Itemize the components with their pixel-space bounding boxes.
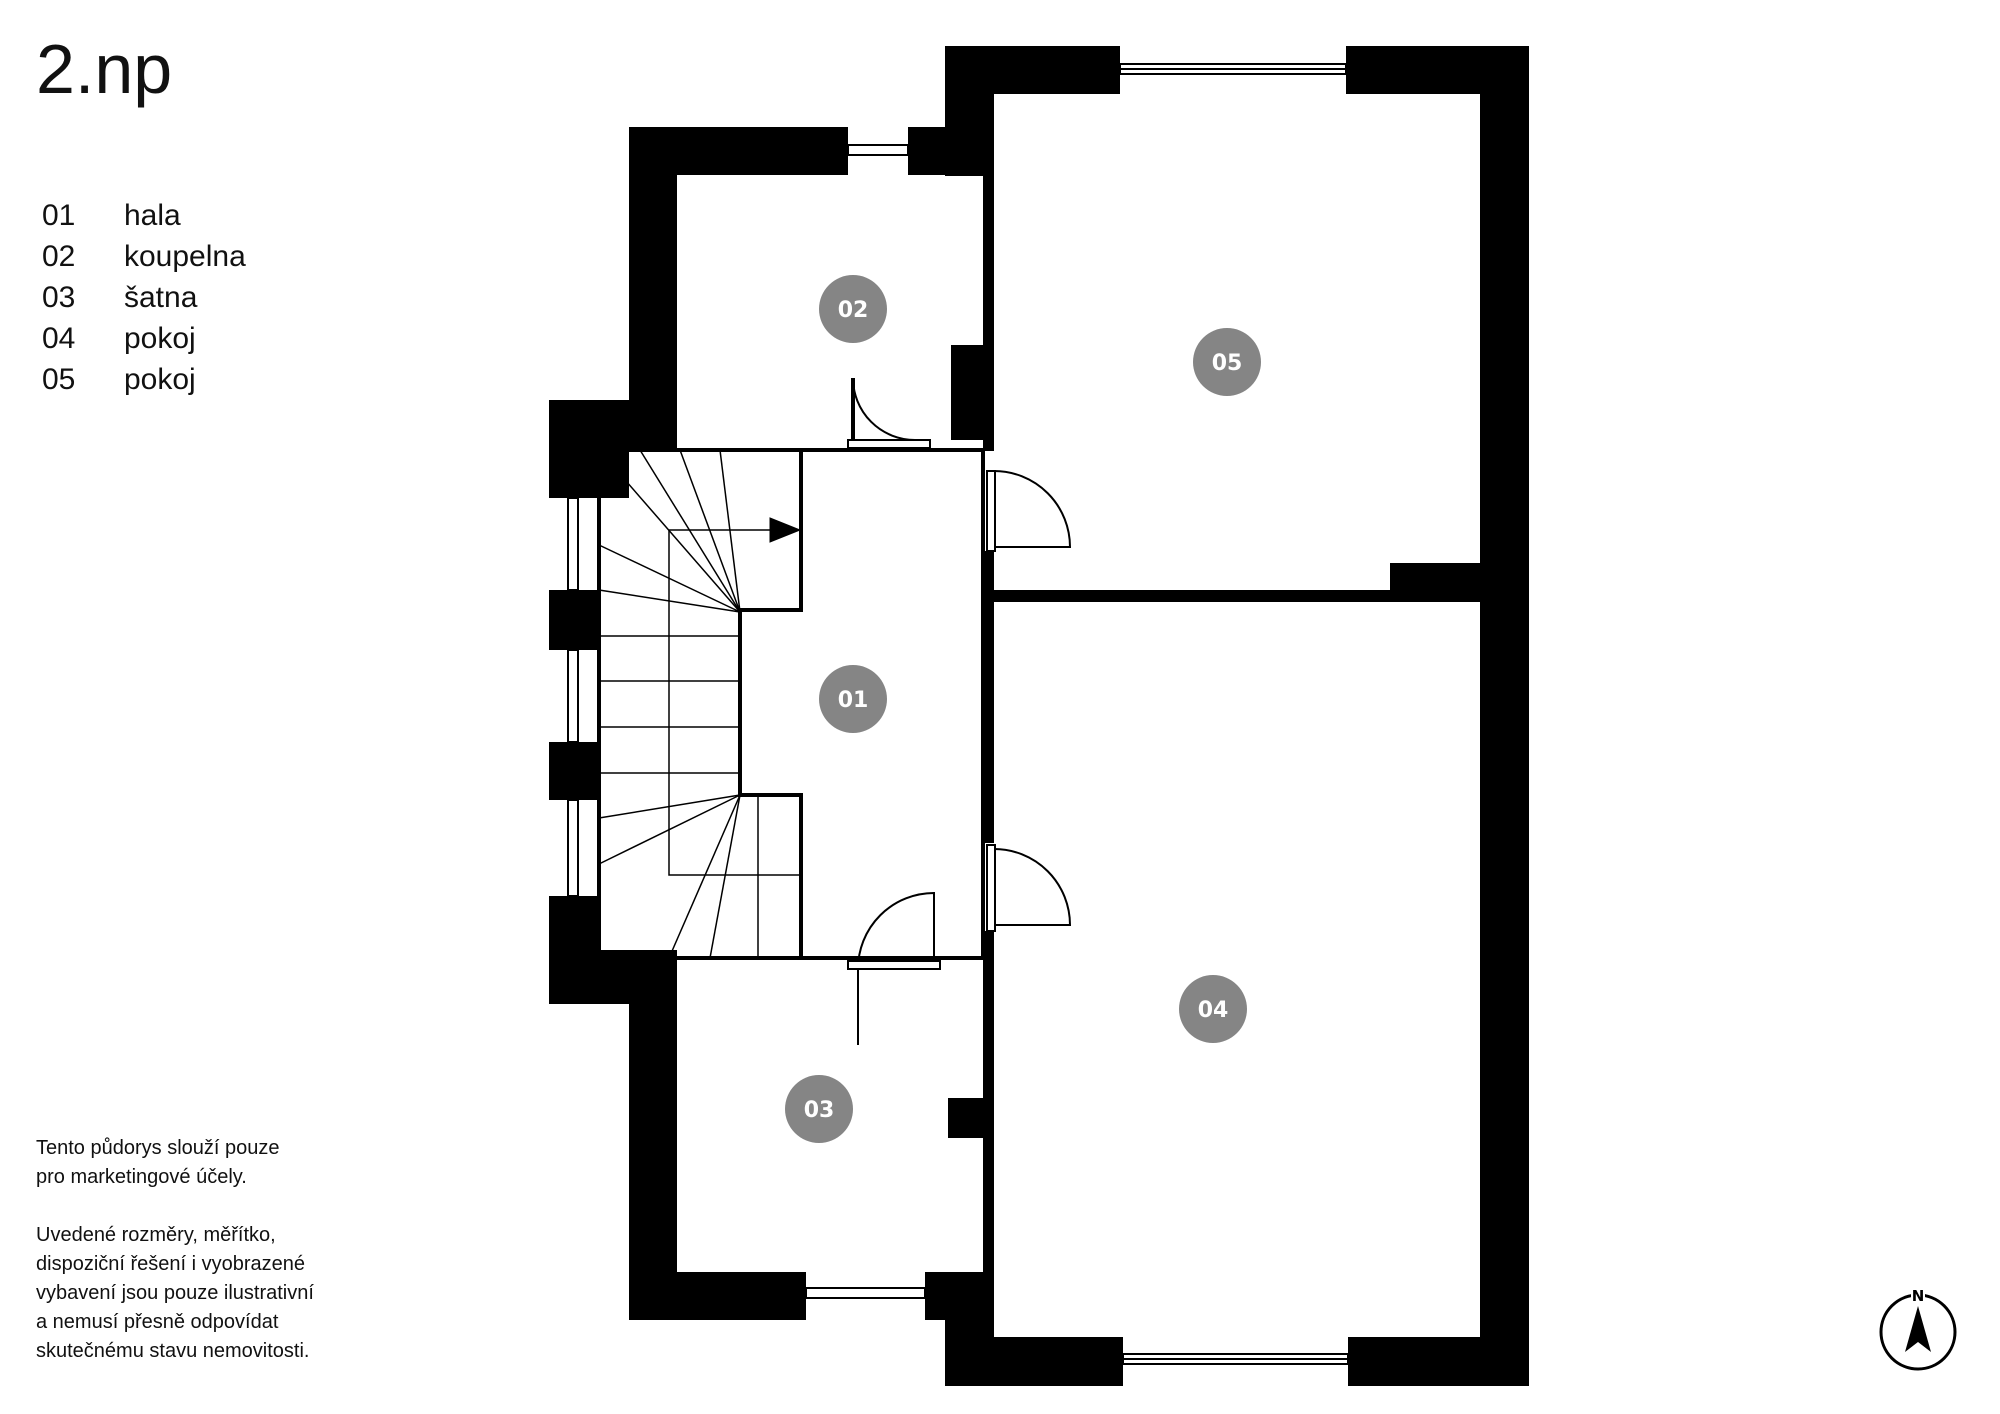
north-letter: N xyxy=(1912,1287,1925,1305)
disclaimer-line: skutečnému stavu nemovitosti. xyxy=(36,1340,310,1362)
window xyxy=(567,799,579,897)
disclaimer-paragraph: Tento půdorys slouží pouze pro marketing… xyxy=(36,1134,376,1192)
disclaimer-line: pro marketingové účely. xyxy=(36,1166,247,1188)
door-frame xyxy=(986,844,996,932)
doors xyxy=(847,377,1072,1045)
wall xyxy=(629,127,677,450)
door-frame xyxy=(847,960,941,970)
disclaimer: Tento půdorys slouží pouze pro marketing… xyxy=(36,1134,376,1395)
legend-item: 05 pokoj xyxy=(42,359,246,400)
disclaimer-line: Uvedené rozměry, měřítko, xyxy=(36,1224,276,1246)
window xyxy=(805,1287,926,1299)
room-number: 02 xyxy=(838,298,869,323)
north-arrow-shape xyxy=(1905,1306,1931,1352)
window xyxy=(567,497,579,591)
legend-number: 04 xyxy=(42,322,76,355)
door-swing xyxy=(852,377,916,441)
legend-room-name: šatna xyxy=(124,281,198,314)
stair-arrow xyxy=(769,517,802,543)
room-number: 04 xyxy=(1198,998,1229,1023)
door-swing xyxy=(993,470,1072,548)
legend-item: 03 šatna xyxy=(42,277,246,318)
wall xyxy=(983,931,994,1351)
wall xyxy=(925,1272,993,1320)
wall xyxy=(945,1337,1123,1386)
legend-room-name: koupelna xyxy=(124,240,246,273)
legend-number: 03 xyxy=(42,281,76,314)
window xyxy=(847,144,909,156)
legend-number: 02 xyxy=(42,240,76,273)
wall xyxy=(1480,46,1529,1386)
legend-item: 04 pokoj xyxy=(42,318,246,359)
wall xyxy=(549,742,599,800)
legend-number: 01 xyxy=(42,199,76,232)
room-legend: 01 hala 02 koupelna 03 šatna 04 pokoj 05… xyxy=(42,195,246,400)
hall-outline xyxy=(597,448,985,960)
room-number: 03 xyxy=(804,1098,835,1123)
wall xyxy=(983,94,994,451)
door-swing xyxy=(857,891,935,1045)
disclaimer-line: a nemusí přesně odpovídat xyxy=(36,1311,279,1333)
disclaimer-line: dispoziční řešení i vyobrazené xyxy=(36,1253,306,1275)
stair-treads xyxy=(598,449,801,959)
disclaimer-paragraph: Uvedené rozměry, měřítko, dispoziční řeš… xyxy=(36,1221,376,1366)
room-marker-02: 02 xyxy=(819,275,887,343)
door-frame xyxy=(847,439,931,449)
disclaimer-line: Tento půdorys slouží pouze xyxy=(36,1137,280,1159)
door-swing xyxy=(993,848,1072,926)
windows xyxy=(567,63,1349,1365)
north-arrow-icon: N xyxy=(1879,1287,1957,1371)
legend-number: 05 xyxy=(42,363,76,396)
north-letter-bg xyxy=(1911,1289,1925,1303)
room-marker-circle xyxy=(819,275,887,343)
wall xyxy=(1348,1337,1529,1386)
room-marker-circle xyxy=(819,665,887,733)
stair-edge xyxy=(738,450,803,958)
room-number: 05 xyxy=(1212,351,1243,376)
room-marker-circle xyxy=(1179,975,1247,1043)
staircase xyxy=(597,448,985,960)
wall xyxy=(1390,563,1480,593)
wall xyxy=(629,950,677,1320)
walls xyxy=(549,46,1529,1386)
room-marker-circle xyxy=(785,1075,853,1143)
legend-item: 02 koupelna xyxy=(42,236,246,277)
wall xyxy=(990,590,1480,602)
room-markers: 01 02 03 04 05 xyxy=(785,275,1261,1143)
room-marker-05: 05 xyxy=(1193,328,1261,396)
door-frame xyxy=(986,470,996,552)
room-marker-03: 03 xyxy=(785,1075,853,1143)
wall xyxy=(983,551,994,843)
legend-room-name: hala xyxy=(124,199,181,232)
wall xyxy=(549,590,599,650)
wall xyxy=(948,1098,983,1138)
page-title: 2.np xyxy=(36,30,173,108)
room-marker-04: 04 xyxy=(1179,975,1247,1043)
legend-room-name: pokoj xyxy=(124,322,196,355)
room-marker-01: 01 xyxy=(819,665,887,733)
room-number: 01 xyxy=(838,688,869,713)
room-marker-circle xyxy=(1193,328,1261,396)
legend-room-name: pokoj xyxy=(124,363,196,396)
legend-item: 01 hala xyxy=(42,195,246,236)
wall xyxy=(629,1272,806,1320)
disclaimer-line: vybavení jsou pouze ilustrativní xyxy=(36,1282,314,1304)
window xyxy=(567,649,579,743)
